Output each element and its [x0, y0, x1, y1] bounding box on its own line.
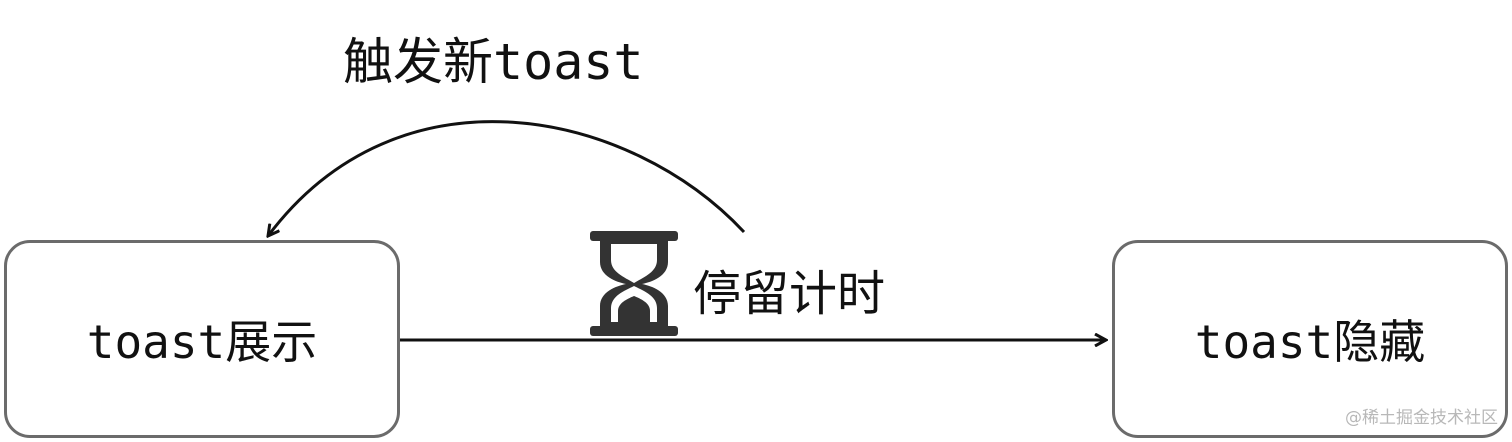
edge-label-retrigger: 触发新toast: [343, 33, 644, 91]
node-toast-show: toast展示: [4, 240, 400, 438]
node-toast-hide-label: toast隐藏: [1194, 315, 1426, 369]
node-toast-show-label: toast展示: [86, 315, 318, 369]
watermark: @稀土掘金技术社区: [1345, 408, 1498, 428]
edge-label-dwell: 停留计时: [693, 266, 886, 322]
retrigger-arrow: [268, 120, 746, 236]
hourglass-icon: [590, 231, 678, 336]
node-toast-hide: toast隐藏: [1112, 240, 1508, 438]
